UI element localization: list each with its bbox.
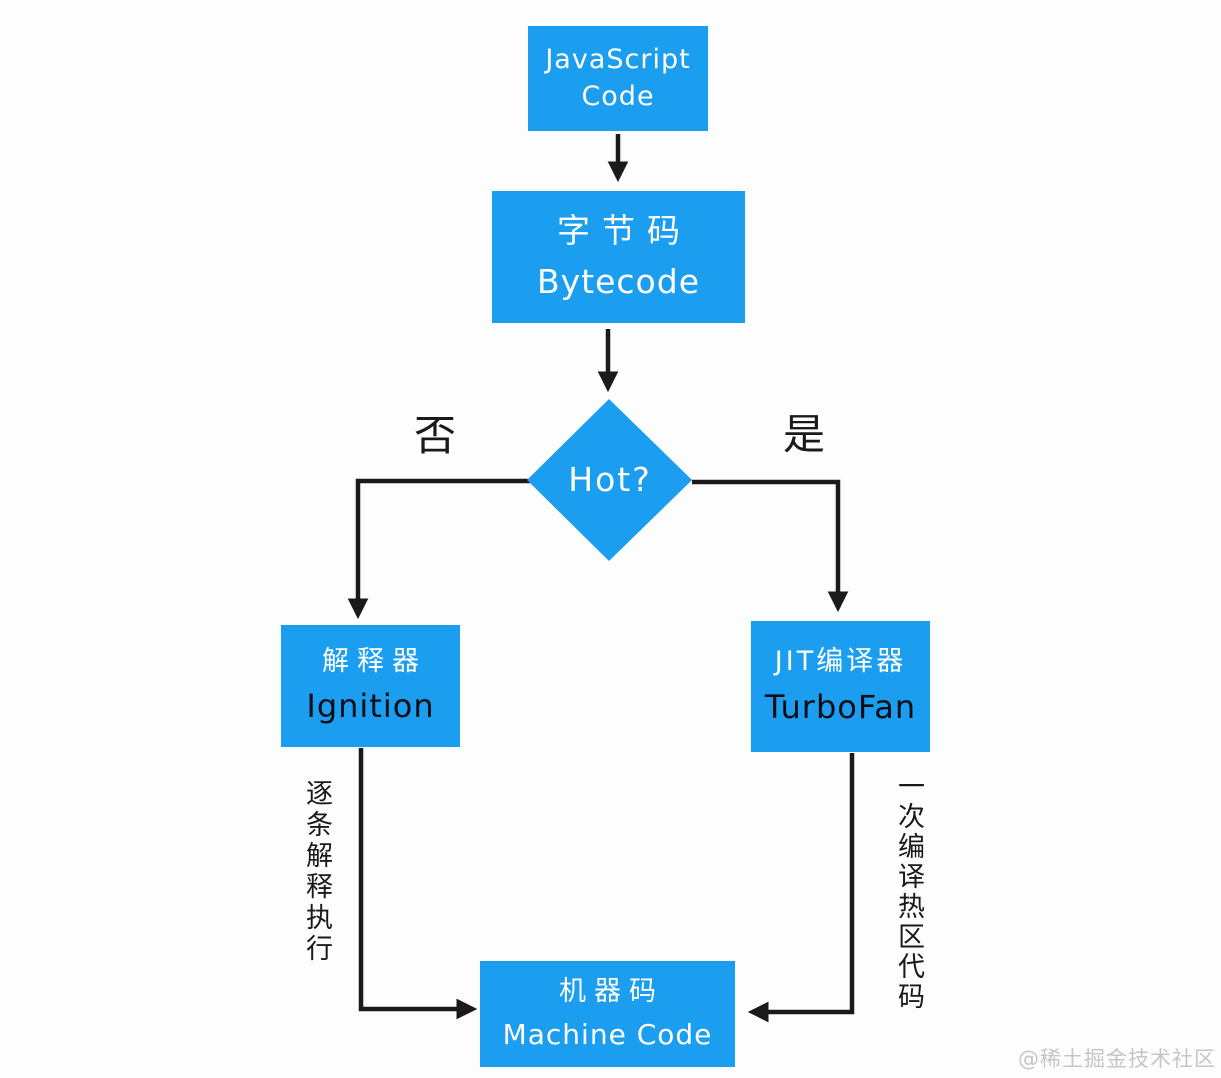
arrow-turbofan-to-machine [747,753,855,1023]
node-bytecode-line2-en: Bytecode [537,262,700,301]
node-javascript-code-line1: JavaScript [545,44,691,76]
branch-label-yes: 是 [783,410,826,459]
edge-note-interpret-line-by-line: 逐条解释执行 [301,779,332,965]
node-bytecode: 字节码 Bytecode [492,191,745,323]
node-javascript-code: JavaScript Code [528,26,708,131]
node-turbofan-line2-en: TurboFan [764,688,917,727]
arrow-hot-yes-to-turbofan [692,479,849,613]
edge-note-compile-hot-code-once: 一次编译热区代码 [893,772,924,1012]
decision-label-hot: Hot? [568,460,652,499]
node-machine-code: 机器码 Machine Code [480,961,735,1067]
node-ignition-line2-en: Ignition [306,686,435,725]
node-javascript-code-line2: Code [581,80,655,112]
node-interpreter-ignition: 解释器 Ignition [281,625,460,747]
arrow-hot-no-to-ignition [347,478,530,620]
arrow-ignition-to-machine [358,748,478,1020]
watermark-text: @稀土掘金技术社区 [1018,1047,1216,1071]
node-jit-compiler-turbofan: JIT编译器 TurboFan [751,621,930,752]
branch-label-no: 否 [414,411,457,460]
decision-diamond-hot [527,399,692,561]
node-ignition-line1-cn: 解释器 [322,646,427,678]
node-bytecode-line1-cn: 字节码 [557,211,692,251]
node-machine-line1-cn: 机器码 [559,976,664,1008]
node-machine-line2-en: Machine Code [502,1017,713,1051]
node-turbofan-line1-cn: JIT编译器 [774,645,907,677]
